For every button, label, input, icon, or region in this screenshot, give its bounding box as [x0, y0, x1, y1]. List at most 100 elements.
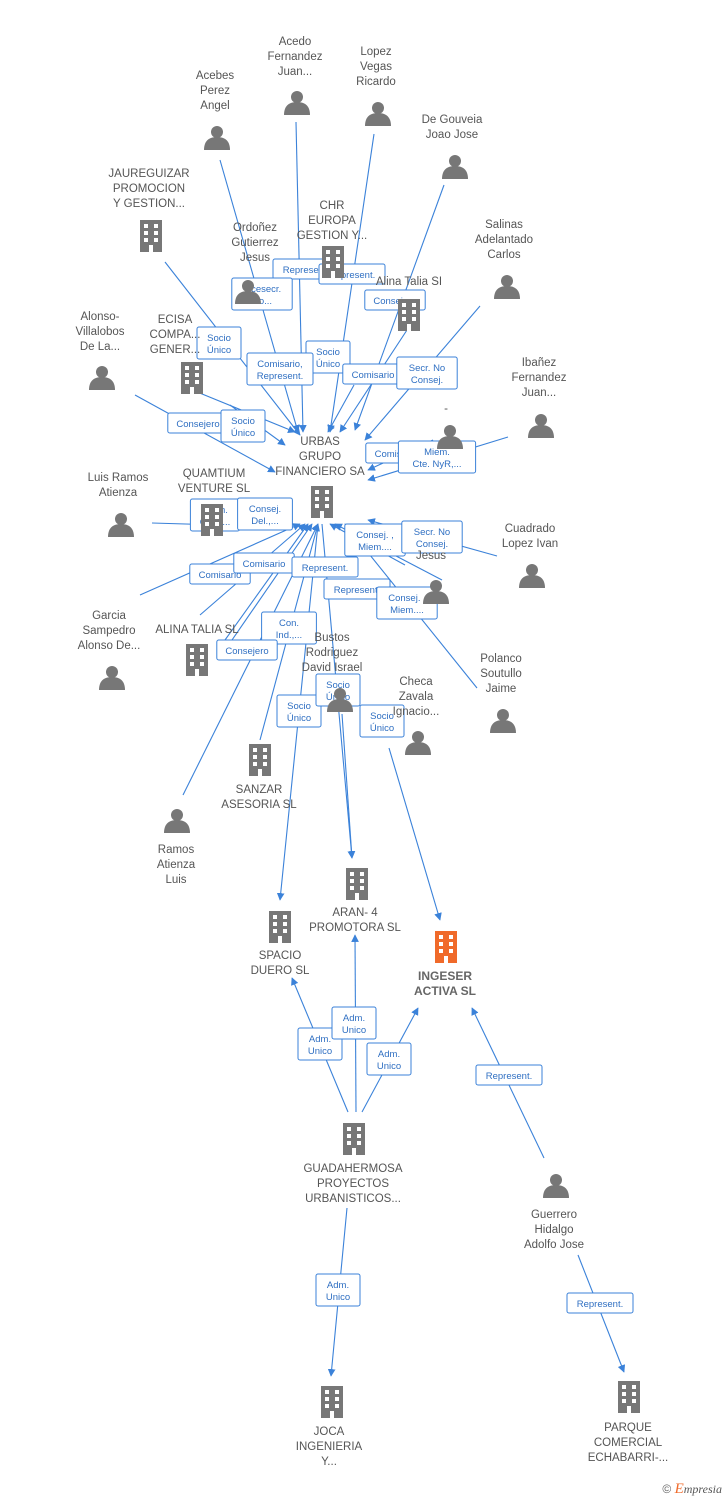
node-label: JOCA — [314, 1426, 345, 1438]
person-icon — [528, 414, 554, 438]
node-label: ECISA — [158, 314, 193, 326]
node-label: Fernandez — [268, 51, 323, 63]
node-label: Soutullo — [480, 668, 522, 680]
relation-label-text: Único — [316, 359, 340, 370]
relation-edge — [341, 713, 356, 859]
relation-label[interactable]: Consej. ,Miem.... — [344, 523, 406, 557]
relation-label-box — [237, 497, 293, 531]
relation-label[interactable]: Represent. — [566, 1292, 634, 1314]
brand-initial: E — [674, 1481, 684, 1497]
node-label: FINANCIERO SA — [275, 466, 365, 478]
node-label: Atienza — [99, 487, 138, 499]
relation-label[interactable]: Consejero — [167, 412, 229, 434]
node-alinatalia2[interactable]: ALINA TALIA SL — [155, 624, 239, 676]
node-hiddenjesus[interactable]: Jesus — [416, 550, 449, 604]
node-label: GRUPO — [299, 451, 341, 463]
node-label: ARAN- 4 — [332, 907, 378, 919]
node-joca[interactable]: JOCAINGENIERIAY... — [296, 1386, 363, 1468]
node-label: Adolfo Jose — [524, 1239, 584, 1251]
relation-label[interactable]: Adm.Unico — [315, 1273, 361, 1307]
node-parque[interactable]: PARQUECOMERCIALECHABARRI-... — [588, 1381, 669, 1464]
relation-label[interactable]: Comisario,Represent. — [246, 352, 314, 386]
relation-label[interactable]: Comisario — [342, 363, 404, 385]
building-icon — [346, 868, 368, 900]
person-icon — [99, 666, 125, 690]
node-label: Zavala — [399, 691, 434, 703]
node-ecisa[interactable]: ECISACOMPA...GENER... — [150, 314, 203, 394]
node-label: Jesus — [416, 550, 446, 562]
relation-label-box — [297, 1027, 343, 1061]
node-checa[interactable]: ChecaZavalaIgnacio... — [393, 676, 440, 755]
relation-label-text: Consejero — [373, 296, 416, 307]
node-label: SPACIO — [259, 950, 302, 962]
node-label: Guerrero — [531, 1209, 577, 1221]
relation-label[interactable]: Miem.Cte. NyR,... — [397, 440, 477, 474]
building-icon — [343, 1123, 365, 1155]
empresia-brand[interactable]: © Empresia — [662, 1481, 722, 1498]
node-ibanez[interactable]: IbañezFernandezJuan... — [512, 357, 567, 438]
node-label: Juan... — [522, 387, 557, 399]
relation-label[interactable]: Adm.Unico — [366, 1042, 412, 1076]
relation-edge — [224, 523, 309, 641]
relation-label[interactable]: Comisario — [233, 552, 295, 574]
node-label: Ramos — [158, 844, 195, 856]
node-label: Carlos — [487, 249, 520, 261]
relation-label[interactable]: Adm.Unico — [297, 1027, 343, 1061]
node-label: Joao Jose — [426, 129, 478, 141]
node-acedo[interactable]: AcedoFernandezJuan... — [268, 36, 323, 115]
node-label: David Israel — [302, 662, 363, 674]
node-alinatalia1[interactable]: Alina Talia SI — [376, 276, 442, 331]
building-icon — [201, 504, 223, 536]
building-icon — [321, 1386, 343, 1418]
node-guadahermosa[interactable]: GUADAHERMOSAPROYECTOSURBANISTICOS... — [303, 1123, 403, 1205]
relation-label[interactable]: Consejero — [216, 639, 278, 661]
node-label: Jaime — [486, 683, 517, 695]
node-label: Atienza — [157, 859, 196, 871]
person-icon — [405, 731, 431, 755]
relation-label[interactable]: Con.Ind.,... — [261, 611, 317, 645]
node-dash[interactable]: - — [437, 403, 463, 449]
node-label: Luis — [165, 874, 186, 886]
building-icon — [435, 931, 457, 963]
person-icon — [543, 1174, 569, 1198]
node-label: Y GESTION... — [113, 198, 185, 210]
node-label: ECHABARRI-... — [588, 1452, 669, 1464]
relation-label-text: Vicesecr. — [243, 284, 281, 295]
relation-label-text: Del.,... — [251, 516, 278, 527]
relation-label[interactable]: Consej.Del.,... — [237, 497, 293, 531]
relation-edge — [231, 523, 313, 641]
relation-label[interactable]: Adm.Unico — [331, 1006, 377, 1040]
node-label: Villalobos — [75, 326, 124, 338]
relation-label[interactable]: Represent. — [475, 1064, 543, 1086]
relation-label-text: Secr. No — [409, 363, 445, 374]
relation-label-text: Represent. — [283, 265, 329, 276]
relation-label[interactable]: Represent. — [291, 556, 359, 578]
